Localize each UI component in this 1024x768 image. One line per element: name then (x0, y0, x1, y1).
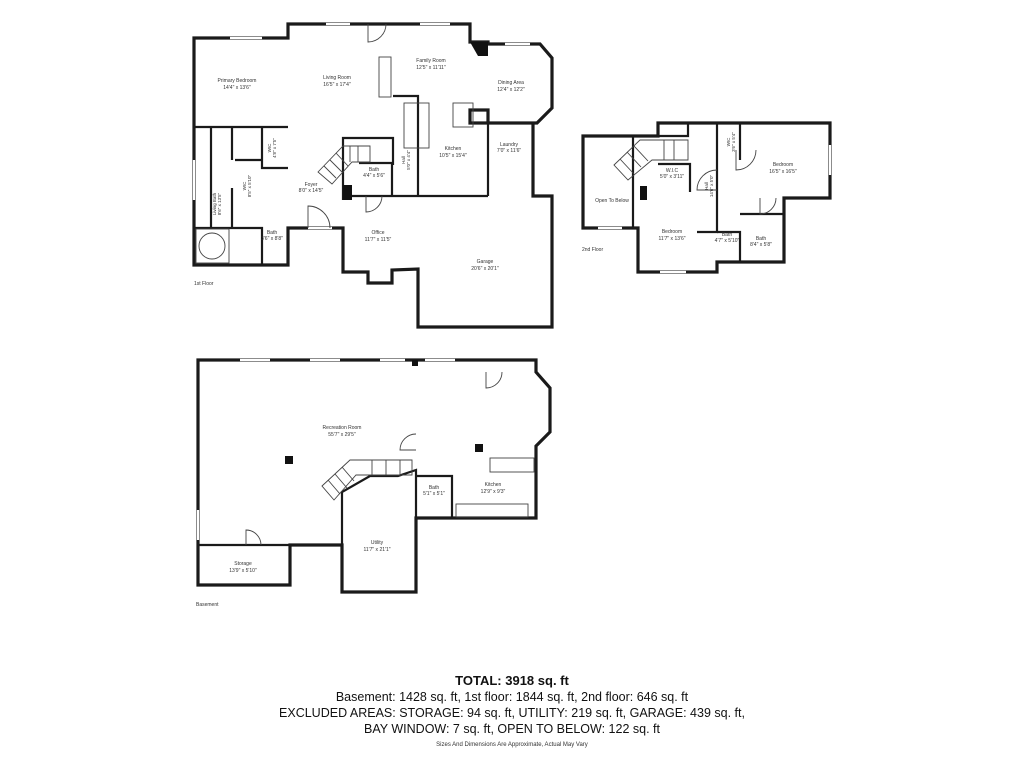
room-dims: 20'6" x 20'1" (471, 266, 499, 272)
room-label: Foyer (305, 182, 318, 188)
room-dims: 4'4" x 5'6" (363, 173, 385, 179)
kitchen-counter-2 (455, 503, 529, 518)
bath-wall (717, 230, 742, 262)
bathtub-basin (198, 232, 226, 260)
room-label: Bath (756, 236, 767, 242)
room-dims: 4'7" x 5'10" (715, 238, 740, 244)
room-dims: 14'6" x 5'0" (709, 175, 714, 198)
room-label: Bedroom (662, 229, 682, 235)
hall-wall (260, 127, 288, 170)
room-label: Garage (477, 259, 494, 265)
floor-label: Basement (196, 602, 219, 608)
room-label: Living Room (323, 75, 351, 81)
room-label: Open To Below (595, 198, 629, 204)
excluded-areas: EXCLUDED AREAS: STORAGE: 94 sq. ft, UTIL… (279, 706, 745, 720)
room-dims: 8'0" x 14'5" (299, 188, 324, 194)
room-dims: 12'9" x 9'3" (481, 489, 506, 495)
room-dims: 3'6" x 8'8" (261, 236, 283, 242)
bath-wall (416, 474, 454, 518)
room-dims: 5'1" x 5'1" (423, 491, 445, 497)
kitchen-wall (393, 94, 420, 196)
room-label: Laundry (500, 142, 519, 148)
room-label: WIC (242, 181, 247, 190)
room-label: Recreation Room (323, 425, 362, 431)
excluded-areas-continued: BAY WINDOW: 7 sq. ft, OPEN TO BELOW: 122… (364, 722, 660, 736)
fireplace (378, 56, 392, 98)
room-label: Bedroom (773, 162, 793, 168)
kitchen-counter (489, 457, 535, 473)
room-dims: 12'5" x 11'11" (416, 65, 446, 71)
first-floor-plan: Primary Bedroom 14'4" x 13'6" Living Roo… (192, 22, 554, 329)
room-label: Hall (704, 182, 709, 190)
room-dims: 16'5" x 17'4" (323, 82, 351, 88)
room-label: Primary Bedroom (218, 78, 257, 84)
area-summary: TOTAL: 3918 sq. ft Basement: 1428 sq. ft… (0, 672, 1024, 737)
front-door-swing (307, 205, 331, 229)
room-label: Kitchen (485, 482, 502, 488)
room-label: Utility (371, 540, 384, 546)
kitchen-counter (403, 102, 430, 149)
room-label: Bath (369, 167, 380, 173)
room-label: Kitchen (445, 146, 462, 152)
basement-stairs (321, 459, 413, 501)
stair-wall (341, 136, 395, 200)
room-dims: 13'9" x 5'10" (229, 568, 257, 574)
column (640, 186, 647, 200)
room-label: Family Room (416, 58, 445, 64)
room-dims: 8'5" x 5'10" (247, 175, 252, 198)
room-dims: 3'6" x 5'4" (731, 132, 736, 152)
room-label: Storage (234, 561, 252, 567)
support-post (285, 456, 293, 464)
room-label: Living Bath (212, 192, 217, 215)
second-floor-stairs (613, 139, 689, 181)
room-dims: 11'7" x 11'5" (365, 237, 392, 243)
room-dims: 12'4" x 12'2" (497, 87, 525, 93)
room-dims: 55'7" x 29'5" (328, 432, 356, 438)
room-dims: 5'0" x 4'4" (406, 150, 411, 170)
room-label: Dining Area (498, 80, 524, 86)
room-dims: 8'6" x 13'5" (217, 193, 222, 216)
utility-wall (340, 468, 418, 545)
room-label: Hall (401, 156, 406, 164)
room-dims: 4'8" x 7'5" (272, 138, 277, 158)
floor-areas: Basement: 1428 sq. ft, 1st floor: 1844 s… (335, 690, 689, 704)
room-label: WIC (267, 143, 272, 152)
bedroom-divider (697, 123, 719, 234)
support-post (475, 444, 483, 452)
room-label: Bath (267, 230, 278, 236)
column-2 (343, 185, 352, 200)
kitchen-island (452, 102, 474, 128)
wic-wall (658, 162, 692, 192)
room-label: WIC (726, 137, 731, 146)
room-dims: 7'0" x 11'6" (497, 148, 521, 154)
floor-label: 1st Floor (194, 281, 214, 287)
room-label: Bath (722, 232, 733, 238)
room-label: Office (372, 230, 385, 236)
second-floor-plan: Open To Below Bedroom 11'7" x 13'6" Bedr… (581, 121, 832, 274)
room-dims: 10'5" x 15'4" (439, 153, 467, 159)
second-floor-outline (581, 121, 832, 274)
room-dims: 8'4" x 5'8" (750, 242, 772, 248)
support-post (412, 360, 418, 366)
room-dims: 5'0" x 3'11" (660, 174, 684, 180)
disclaimer: Sizes And Dimensions Are Approximate, Ac… (436, 742, 588, 748)
floor-label: 2nd Floor (582, 247, 603, 253)
room-dims: 14'4" x 13'6" (223, 85, 251, 91)
room-dims: 11'7" x 13'6" (658, 236, 685, 242)
first-floor-stairs (317, 145, 371, 185)
room-dims: 11'7" x 21'1" (363, 547, 390, 553)
bath-half-wall (359, 161, 394, 196)
basement-plan: Recreation Room 55'7" x 29'5" Kitchen 12… (196, 358, 552, 608)
total-area: TOTAL: 3918 sq. ft (455, 673, 569, 688)
bathtub (195, 228, 230, 264)
room-dims: 16'5" x 16'5" (769, 169, 797, 175)
room-label: Bath (429, 485, 440, 491)
hall-wall (658, 123, 690, 138)
column (470, 42, 488, 56)
bath-wall (194, 226, 264, 265)
room-label: W.I.C (666, 168, 679, 174)
